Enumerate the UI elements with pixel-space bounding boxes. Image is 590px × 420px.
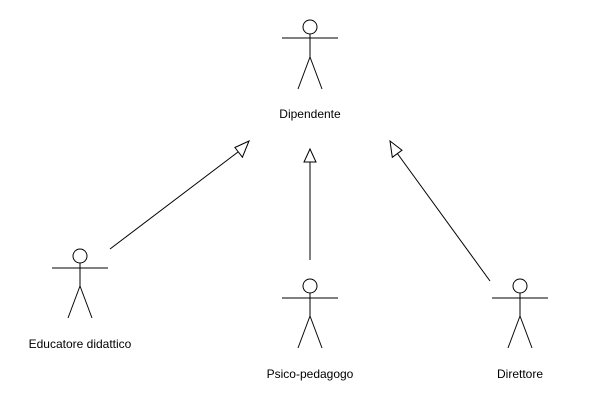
generalization-arrowhead-icon xyxy=(234,140,250,159)
generalization-direttore-to-dipendente[interactable] xyxy=(389,139,491,282)
actor-direttore[interactable]: Direttore xyxy=(492,278,548,381)
actor-dipendente[interactable]: Dipendente xyxy=(279,19,341,121)
actor-label-educatore-didattico: Educatore didattico xyxy=(29,337,132,351)
actor-label-dipendente: Dipendente xyxy=(279,107,341,121)
generalization-arrowhead-icon xyxy=(389,139,403,159)
actor-label-direttore: Direttore xyxy=(497,367,543,381)
stick-figure-icon xyxy=(492,278,548,349)
actor-educatore-didattico[interactable]: Educatore didattico xyxy=(29,248,132,351)
actor-psico-pedagogo[interactable]: Psico-pedagogo xyxy=(267,278,354,381)
generalization-psico-to-dipendente[interactable] xyxy=(303,147,317,260)
stick-figure-icon xyxy=(282,278,338,349)
generalization-educatore-to-dipendente[interactable] xyxy=(109,140,250,250)
stick-figure-icon xyxy=(52,248,108,319)
actor-label-psico-pedagogo: Psico-pedagogo xyxy=(267,367,354,381)
generalization-arrowhead-icon xyxy=(303,147,317,163)
stick-figure-icon xyxy=(282,19,338,90)
